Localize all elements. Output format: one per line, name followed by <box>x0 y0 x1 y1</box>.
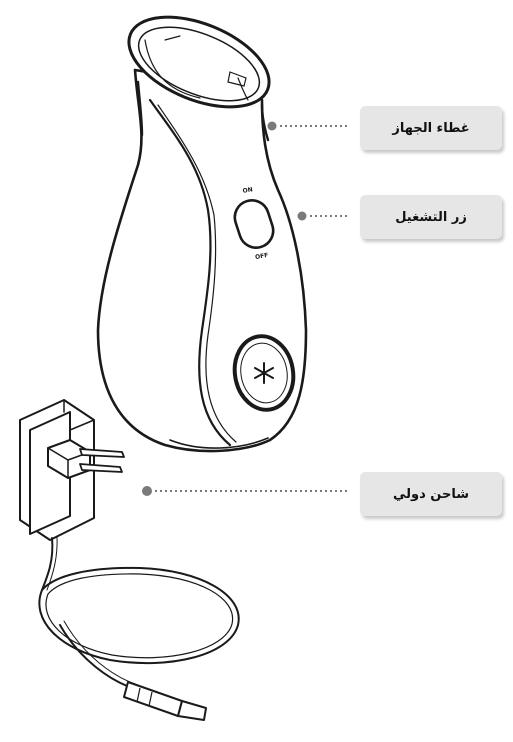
leader-dot-cover <box>268 122 277 131</box>
leader-dot-power <box>298 212 307 221</box>
dc-connector-body <box>124 682 182 716</box>
charger-adapter <box>20 400 124 540</box>
callout-charger-label: شاحن دولي <box>393 487 469 502</box>
callout-power-button-label: زر التشغيل <box>395 210 467 225</box>
leader-dot-charger <box>142 486 152 496</box>
cable-coil-outer <box>39 568 238 663</box>
dc-connector <box>124 682 206 720</box>
callout-charger: شاحن دولي <box>360 472 502 516</box>
adapter-prong-bottom <box>80 464 122 472</box>
dc-connector-tip <box>178 701 206 720</box>
charger-cable <box>39 536 238 688</box>
callout-device-cover-label: غطاء الجهاز <box>392 121 469 136</box>
callout-device-cover: غطاء الجهاز <box>360 106 502 150</box>
callout-power-button: زر التشغيل <box>360 195 502 239</box>
adapter-prong-top <box>80 449 124 457</box>
